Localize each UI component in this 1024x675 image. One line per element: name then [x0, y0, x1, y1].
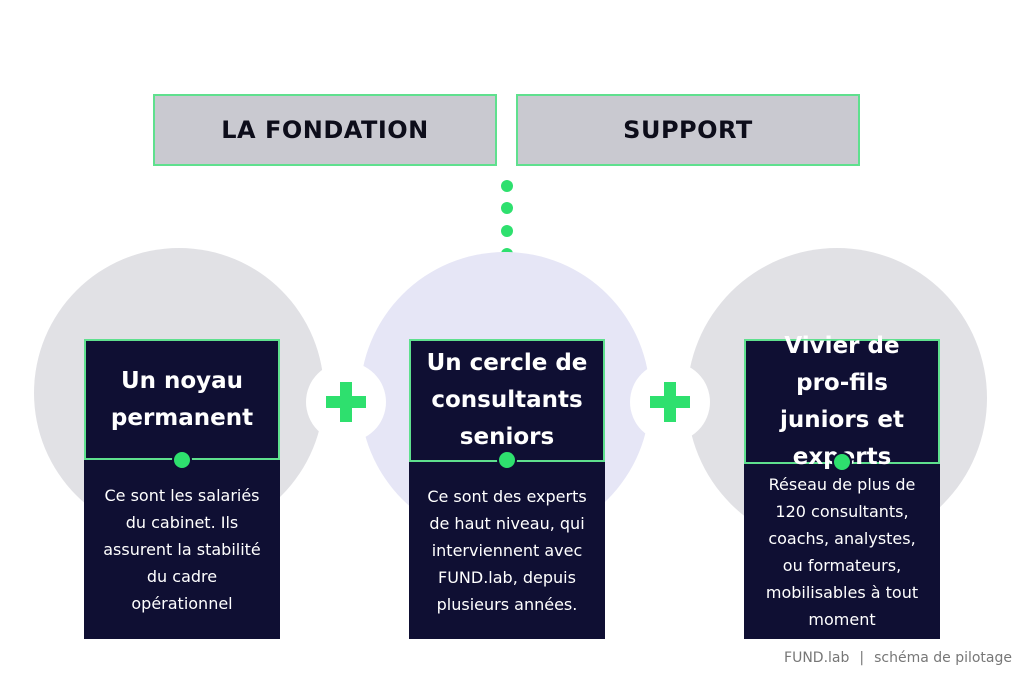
card-description: Réseau de plus de 120 consultants, coach… — [765, 474, 919, 629]
card-title: Un cercle de consultants seniors — [409, 339, 605, 462]
header-la-fondation: LA FONDATION — [153, 94, 497, 166]
card-vivier-profils: Vivier de pro-fils juniors et experts Ré… — [744, 333, 940, 639]
connector-dot — [501, 225, 513, 237]
plus-icon — [326, 382, 366, 422]
plus-icon — [650, 382, 690, 422]
card-cercle-consultants: Un cercle de consultants seniors Ce sont… — [409, 339, 605, 639]
footer-caption: FUND.lab | schéma de pilotage — [784, 650, 1012, 666]
plus-operator-2 — [630, 362, 710, 442]
footer-separator: | — [859, 650, 865, 666]
card-title: Un noyau permanent — [84, 339, 280, 460]
connector-dot — [501, 180, 513, 192]
card-title: Vivier de pro-fils juniors et experts — [744, 333, 940, 470]
header-left-label: LA FONDATION — [221, 116, 429, 144]
card-bullet — [172, 450, 192, 470]
card-bullet — [832, 452, 852, 472]
plus-operator-1 — [306, 362, 386, 442]
header-support: SUPPORT — [516, 94, 860, 166]
connector-dot — [501, 202, 513, 214]
footer-text: schéma de pilotage — [874, 650, 1012, 666]
card-bullet — [497, 450, 517, 470]
card-noyau-permanent: Un noyau permanent Ce sont les salariés … — [84, 339, 280, 639]
card-description: Ce sont les salariés du cabinet. Ils ass… — [103, 486, 261, 613]
header-right-label: SUPPORT — [623, 116, 753, 144]
card-description: Ce sont des experts de haut niveau, qui … — [427, 487, 587, 614]
footer-brand: FUND.lab — [784, 650, 850, 666]
